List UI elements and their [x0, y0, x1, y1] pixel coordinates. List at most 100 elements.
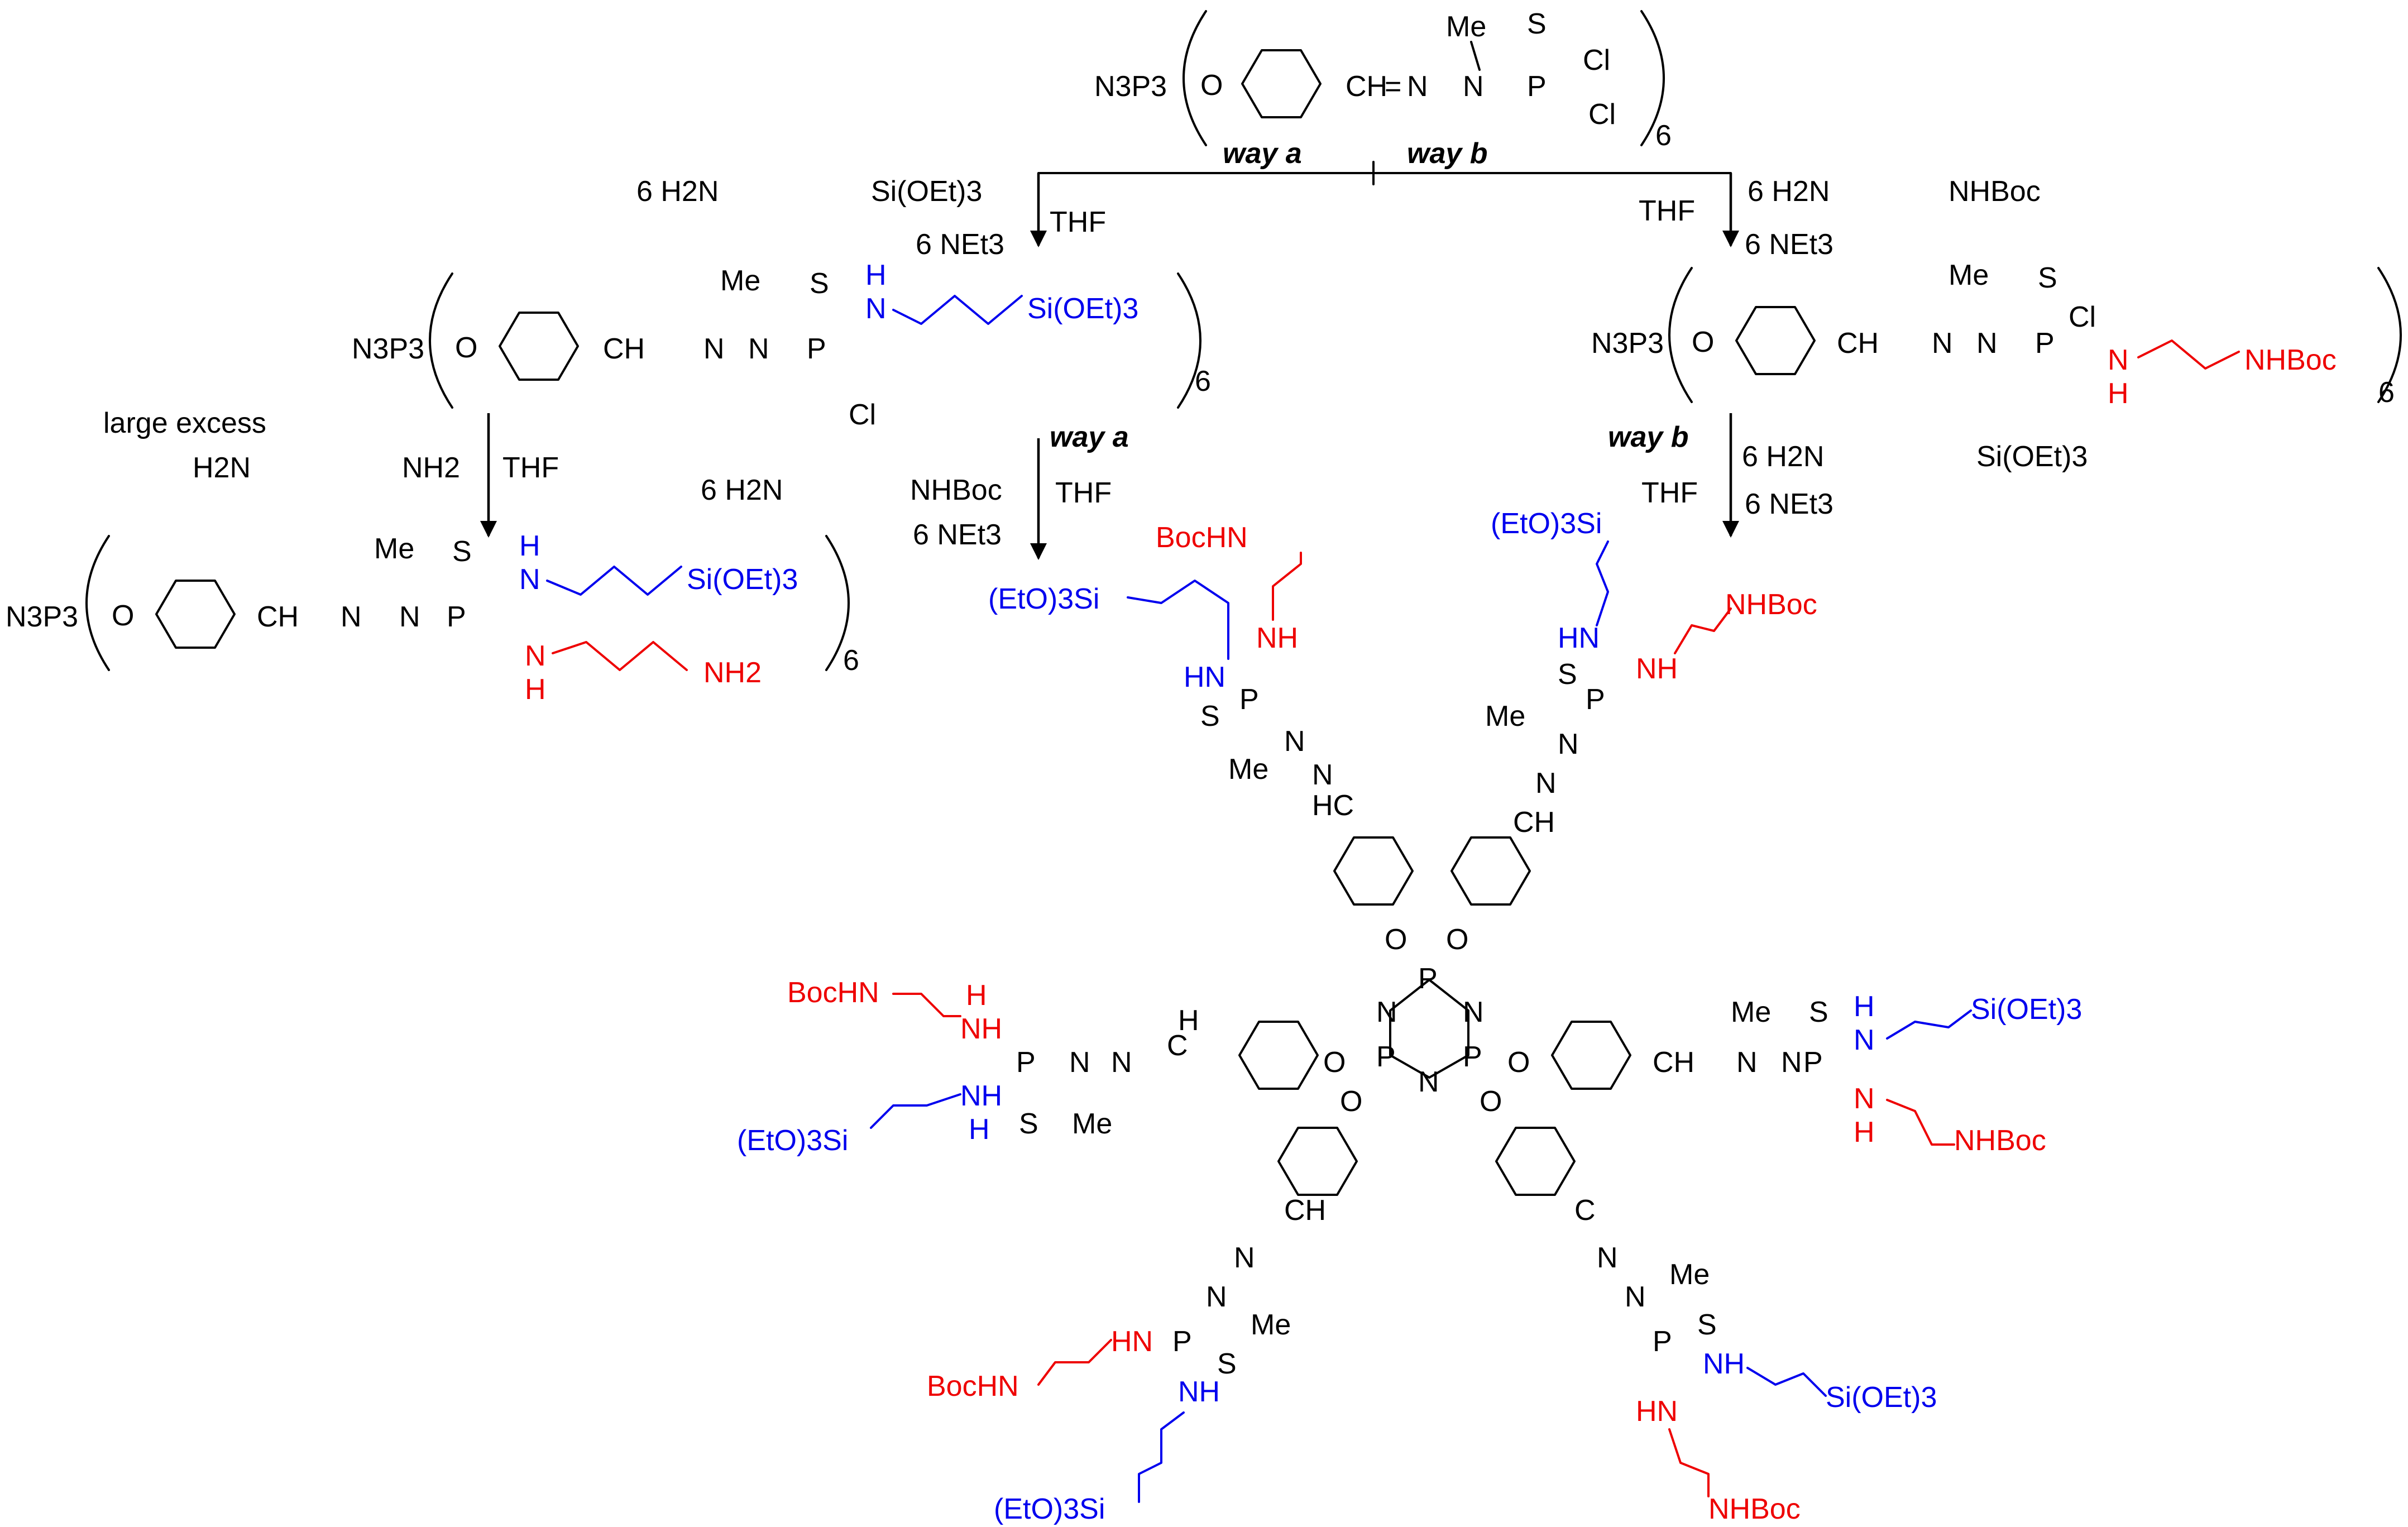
- svg-text:BocHN: BocHN: [1156, 521, 1248, 554]
- svg-text:HC: HC: [1312, 789, 1354, 822]
- svg-text:N: N: [1234, 1242, 1255, 1274]
- svg-text:Me: Me: [1669, 1258, 1710, 1291]
- reagent-b1-h2n: 6 H2N: [1748, 175, 1830, 208]
- svg-text:NH: NH: [1256, 622, 1298, 654]
- svg-text:P: P: [807, 333, 826, 365]
- way-b-label: way b: [1407, 137, 1488, 170]
- amine-product: N3P3 O CH N N Me P S H N Si(OEt)3 N H NH…: [6, 530, 859, 706]
- large-excess-label: large excess: [103, 407, 266, 439]
- svg-text:N3P3: N3P3: [6, 601, 78, 633]
- svg-text:H: H: [2108, 377, 2129, 410]
- phenylene-ring: [1735, 306, 1816, 375]
- svg-text:N: N: [1535, 767, 1557, 800]
- phenylene-ring: [1238, 1021, 1319, 1090]
- svg-text:S: S: [1217, 1348, 1237, 1380]
- svg-text:P: P: [1418, 963, 1438, 995]
- reagent-b1-boc: NHBoc: [1949, 175, 2041, 208]
- svg-text:S: S: [1200, 700, 1220, 733]
- svg-text:N: N: [1854, 1024, 1875, 1056]
- svg-text:Si(OEt)3: Si(OEt)3: [1976, 441, 2088, 473]
- reagent-a1-h2n: 6 H2N: [636, 175, 719, 208]
- svg-text:H: H: [865, 259, 887, 291]
- svg-text:S: S: [1697, 1309, 1717, 1341]
- hydrazide-n: N: [1463, 70, 1484, 103]
- ether-o: O: [1200, 69, 1223, 102]
- phenylene-ring: [1495, 1127, 1576, 1196]
- svg-text:P: P: [1803, 1046, 1823, 1079]
- svg-text:H2N: H2N: [193, 452, 251, 484]
- svg-text:S: S: [452, 535, 472, 568]
- svg-text:(EtO)3Si: (EtO)3Si: [988, 583, 1099, 615]
- svg-text:way b: way b: [1608, 421, 1689, 453]
- svg-text:C: C: [1167, 1030, 1188, 1062]
- svg-text:N: N: [1376, 996, 1397, 1028]
- svg-text:6 H2N: 6 H2N: [1742, 441, 1824, 473]
- svg-text:N: N: [1625, 1281, 1646, 1313]
- svg-text:P: P: [2035, 327, 2055, 360]
- svg-text:HN: HN: [1558, 622, 1600, 654]
- svg-text:Me: Me: [720, 265, 760, 297]
- svg-text:O: O: [1446, 923, 1468, 956]
- phenylene-ring: [1450, 836, 1531, 906]
- svg-text:O: O: [1340, 1085, 1362, 1118]
- svg-text:Si(OEt)3: Si(OEt)3: [1971, 993, 2082, 1026]
- chloride-2: Cl: [1588, 98, 1616, 131]
- svg-text:P: P: [1239, 683, 1259, 716]
- svg-text:N: N: [399, 601, 420, 633]
- svg-text:Si(OEt)3: Si(OEt)3: [1027, 293, 1138, 325]
- svg-text:NHBoc: NHBoc: [1708, 1493, 1801, 1525]
- svg-text:CH: CH: [1653, 1046, 1694, 1079]
- svg-text:THF: THF: [502, 452, 559, 484]
- svg-text:Me: Me: [1251, 1309, 1291, 1341]
- svg-text:N: N: [519, 563, 540, 596]
- svg-text:6 NEt3: 6 NEt3: [1745, 488, 1833, 520]
- svg-text:N3P3: N3P3: [352, 333, 424, 365]
- svg-text:Me: Me: [1731, 996, 1771, 1028]
- svg-text:HN: HN: [1111, 1325, 1153, 1358]
- svg-text:Me: Me: [1072, 1108, 1112, 1140]
- svg-text:S: S: [1558, 658, 1577, 691]
- phenylene-ring: [1277, 1127, 1358, 1196]
- svg-text:Me: Me: [1485, 700, 1525, 733]
- net3-b1: 6 NEt3: [1745, 228, 1833, 261]
- svg-text:H: H: [1854, 990, 1875, 1023]
- svg-text:6 NEt3: 6 NEt3: [913, 519, 1002, 551]
- svg-text:P: P: [1172, 1325, 1192, 1358]
- svg-text:O: O: [455, 332, 477, 364]
- second-step-arrows: large excess H2N NH2 THF way a 6 H2N NHB…: [103, 407, 2088, 560]
- svg-text:O: O: [1480, 1085, 1502, 1118]
- svg-text:NH: NH: [1178, 1376, 1220, 1408]
- svg-text:(EtO)3Si: (EtO)3Si: [994, 1493, 1105, 1525]
- bracket-left: [1183, 10, 1207, 146]
- svg-text:P: P: [1653, 1325, 1672, 1358]
- svg-text:way a: way a: [1050, 421, 1129, 453]
- svg-text:NH2: NH2: [402, 452, 460, 484]
- svg-text:H: H: [969, 1113, 990, 1146]
- svg-text:THF: THF: [1055, 477, 1112, 509]
- svg-text:BocHN: BocHN: [927, 1370, 1019, 1402]
- svg-text:H: H: [1178, 1004, 1199, 1037]
- methyl: Me: [1446, 11, 1486, 43]
- imine-ch: CH: [1346, 70, 1387, 103]
- svg-text:NHBoc: NHBoc: [910, 474, 1002, 506]
- svg-text:N: N: [341, 601, 362, 633]
- svg-text:6 H2N: 6 H2N: [701, 474, 783, 506]
- svg-text:O: O: [1323, 1046, 1346, 1079]
- svg-text:C: C: [1574, 1194, 1596, 1227]
- imine-n: N: [1407, 70, 1428, 103]
- svg-text:6: 6: [843, 644, 859, 677]
- thiono-s: S: [1527, 8, 1547, 40]
- svg-text:CH: CH: [603, 333, 645, 365]
- svg-text:P: P: [1016, 1046, 1036, 1079]
- svg-text:N: N: [1111, 1046, 1132, 1079]
- svg-text:N: N: [1597, 1242, 1618, 1274]
- svg-text:N: N: [1418, 1066, 1439, 1098]
- svg-text:NHBoc: NHBoc: [1954, 1124, 2046, 1157]
- svg-text:N3P3: N3P3: [1591, 327, 1664, 360]
- n3p3-core: N3P3: [1094, 70, 1167, 103]
- svg-text:N: N: [1976, 327, 1998, 360]
- svg-text:NHBoc: NHBoc: [2244, 344, 2337, 376]
- svg-text:N: N: [748, 333, 769, 365]
- svg-text:NH: NH: [1636, 653, 1678, 685]
- svg-text:P: P: [1586, 683, 1605, 716]
